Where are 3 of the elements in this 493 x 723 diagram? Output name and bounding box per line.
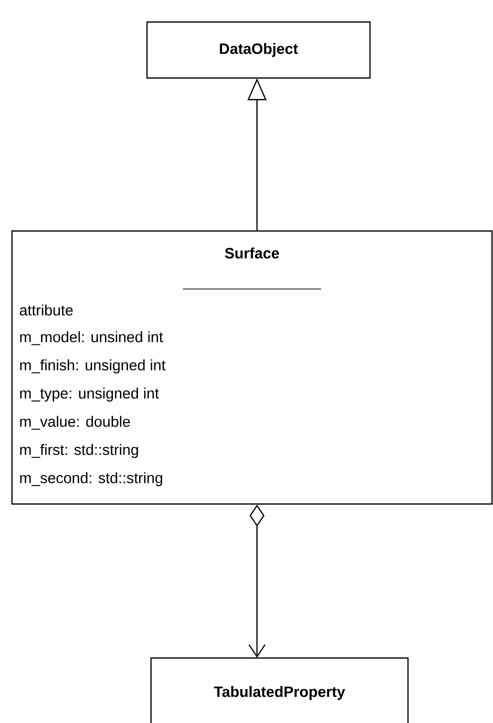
class-box: Surface attribute m_model: unsined int m_finish: unsigned int m_type: unsigned int m_value: double m_first: std::string m_second: std::string: [11, 230, 493, 505]
class-box: DataObject: [146, 21, 371, 79]
class-box: TabulatedProperty: [150, 657, 409, 723]
